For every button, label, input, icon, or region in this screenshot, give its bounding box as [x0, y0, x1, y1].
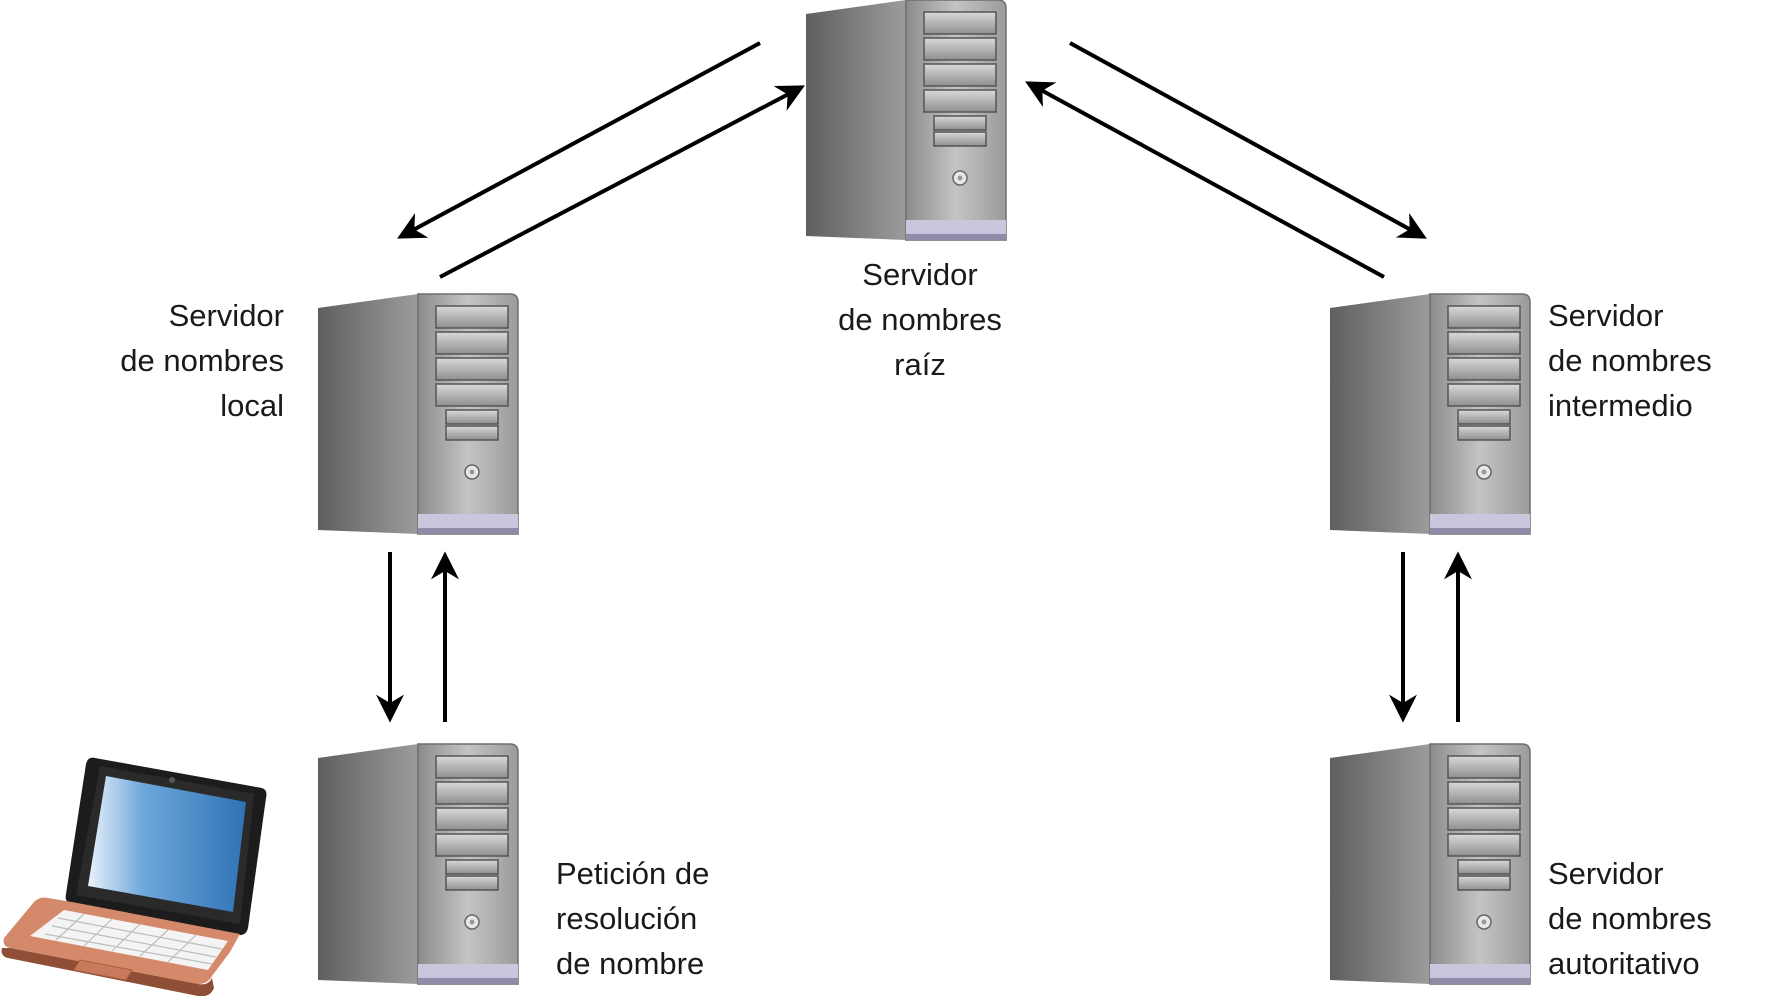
intermediate-label-line-1: Servidor: [1548, 298, 1663, 333]
root-label-line-1: Servidor: [862, 257, 977, 292]
intermediate-server-icon: [1330, 293, 1531, 535]
request-server-icon: [318, 743, 519, 985]
local-server-icon: [318, 293, 519, 535]
root-label-line-2: de nombres: [838, 302, 1002, 337]
intermediate-label-line-2: de nombres: [1548, 343, 1712, 378]
intermediate-label-line-3: intermedio: [1548, 388, 1693, 423]
local-label-line-1: Servidor: [169, 298, 284, 333]
authoritative-label-line-3: autoritativo: [1548, 946, 1700, 981]
request-label-line-3: de nombre: [556, 946, 704, 981]
request-label-line-1: Petición de: [556, 856, 709, 891]
request-label-line-2: resolución: [556, 901, 697, 936]
arrows-group: [376, 41, 1472, 723]
arrow-local-to-root: [439, 85, 805, 279]
authoritative-label-line-2: de nombres: [1548, 901, 1712, 936]
root-label-line-3: raíz: [894, 347, 946, 382]
arrow-intermediate-to-root: [1025, 81, 1385, 279]
arrow-root-to-local: [397, 41, 761, 239]
laptop-icon: [1, 757, 267, 996]
authoritative-label-line-1: Servidor: [1548, 856, 1663, 891]
local-label-line-3: local: [220, 388, 284, 423]
arrow-root-to-intermediate: [1069, 41, 1427, 239]
root-server-icon: [806, 0, 1007, 241]
authoritative-server-icon: [1330, 743, 1531, 985]
local-label-line-2: de nombres: [120, 343, 284, 378]
